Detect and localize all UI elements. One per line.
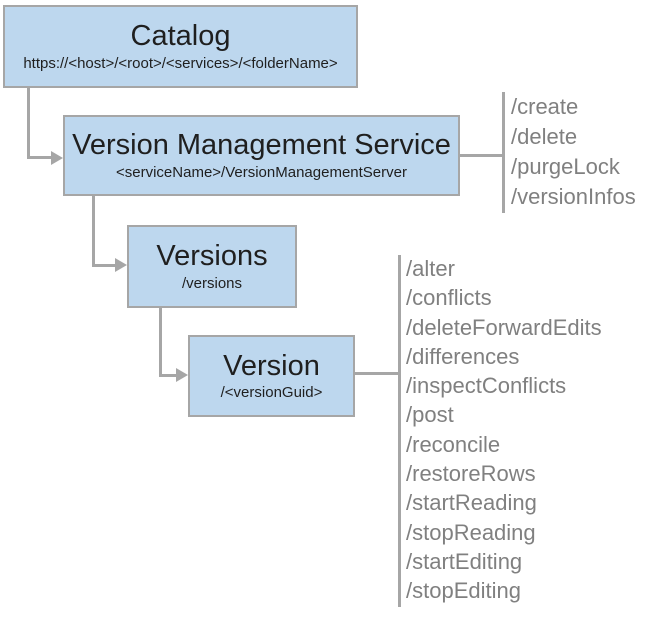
node-catalog: Catalog https://<host>/<root>/<services>… bbox=[3, 5, 358, 88]
operation-item: /versionInfos bbox=[511, 184, 636, 209]
bracket-version-horizontal bbox=[355, 372, 398, 375]
operation-item: /stopEditing bbox=[406, 578, 521, 604]
operation-item: /restoreRows bbox=[406, 461, 536, 487]
node-version-management-service-title: Version Management Service bbox=[72, 129, 451, 162]
operation-item: /delete bbox=[511, 124, 578, 149]
operation-item: /inspectConflicts bbox=[406, 373, 567, 399]
connector-vms-to-versions-horizontal bbox=[92, 264, 116, 267]
node-versions-title: Versions bbox=[156, 240, 268, 273]
arrow-right-icon bbox=[115, 258, 127, 272]
bracket-vms-vertical bbox=[502, 92, 505, 213]
operation-item: /startReading bbox=[406, 490, 537, 516]
connector-versions-to-version-horizontal bbox=[159, 374, 177, 377]
node-version-management-service-subtitle: <serviceName>/VersionManagementServer bbox=[116, 163, 407, 181]
node-versions-subtitle: /versions bbox=[181, 274, 243, 292]
operation-item: /deleteForwardEdits bbox=[406, 314, 602, 340]
connector-catalog-to-vms-horizontal bbox=[27, 156, 52, 159]
operation-item: /startEditing bbox=[406, 548, 523, 574]
node-versions: Versions /versions bbox=[127, 225, 297, 308]
arrow-right-icon bbox=[51, 151, 63, 165]
connector-catalog-to-vms-vertical bbox=[27, 88, 30, 159]
node-catalog-subtitle: https://<host>/<root>/<services>/<folder… bbox=[23, 54, 338, 72]
operation-item: /purgeLock bbox=[511, 154, 620, 179]
operations-list-vms: /create /delete /purgeLock /versionInfos bbox=[511, 92, 636, 212]
operation-item: /stopReading bbox=[406, 519, 536, 545]
operation-item: /differences bbox=[406, 343, 520, 369]
node-version: Version /<versionGuid> bbox=[188, 335, 355, 417]
operation-item: /create bbox=[511, 94, 579, 119]
operation-item: /post bbox=[406, 402, 454, 428]
operations-list-version: /alter /conflicts /deleteForwardEdits /d… bbox=[406, 254, 602, 606]
connector-vms-to-versions-vertical bbox=[92, 196, 95, 267]
node-version-subtitle: /<versionGuid> bbox=[220, 384, 323, 402]
node-version-management-service: Version Management Service <serviceName>… bbox=[63, 115, 460, 196]
operation-item: /reconcile bbox=[406, 431, 501, 457]
connector-versions-to-version-vertical bbox=[159, 308, 162, 377]
node-version-title: Version bbox=[223, 349, 320, 382]
arrow-right-icon bbox=[176, 368, 188, 382]
operation-item: /conflicts bbox=[406, 285, 492, 311]
node-catalog-title: Catalog bbox=[130, 20, 231, 53]
bracket-vms-horizontal bbox=[460, 154, 503, 157]
bracket-version-vertical bbox=[398, 255, 401, 607]
operation-item: /alter bbox=[406, 256, 455, 281]
